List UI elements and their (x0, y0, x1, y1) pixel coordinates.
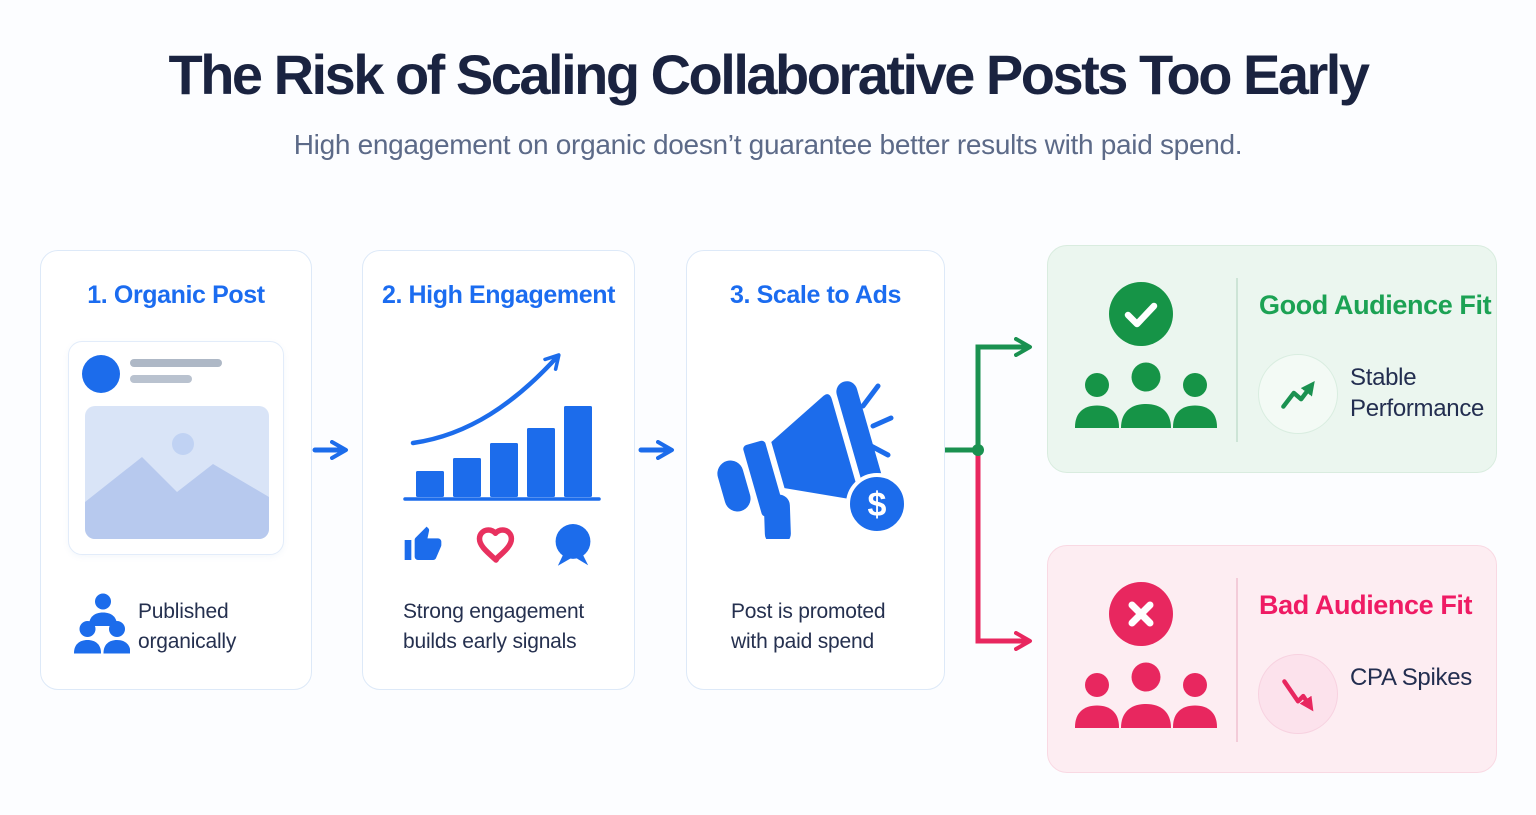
image-placeholder (85, 406, 269, 539)
divider (1236, 578, 1238, 742)
metric-icon-circle (1258, 654, 1338, 734)
engagement-bar-chart-icon (403, 353, 601, 501)
step-card-high-engagement: 2. High Engagement (362, 250, 635, 690)
bad-branch-arrow (975, 450, 1032, 651)
step-title: 2. High Engagement (381, 281, 616, 309)
outcome-title: Good Audience Fit (1259, 290, 1492, 320)
outcome-card-bad-audience-fit: Bad Audience Fit CPA Spikes (1047, 545, 1497, 773)
audience-people-icon (1075, 362, 1217, 428)
megaphone-icon: $ (717, 381, 908, 539)
check-circle-icon (1109, 282, 1173, 346)
outcome-card-good-audience-fit: Good Audience Fit Stable Performance (1047, 245, 1497, 473)
step-card-organic-post: 1. Organic Post Published organic (40, 250, 312, 690)
step-caption: Published organically (138, 600, 237, 653)
branch-junction-dot (972, 444, 984, 456)
trend-down-icon (1282, 679, 1314, 712)
avatar (82, 355, 120, 393)
branch-connector (945, 337, 1032, 651)
divider (1236, 278, 1238, 442)
step-caption: Post is promoted with paid spend (731, 600, 886, 653)
outcome-title: Bad Audience Fit (1259, 590, 1473, 620)
good-branch-arrow (945, 337, 1032, 453)
step-title: 1. Organic Post (87, 281, 265, 309)
metric-label: Stable Performance (1350, 364, 1485, 422)
step-title: 3. Scale to Ads (730, 281, 901, 309)
audience-people-icon (1075, 662, 1217, 728)
heart-icon (476, 527, 515, 563)
arrow-right-icon (638, 440, 674, 460)
page-title: The Risk of Scaling Collaborative Posts … (168, 43, 1371, 106)
arrow-right-icon (312, 440, 348, 460)
x-circle-icon (1109, 582, 1173, 646)
organic-post-mockup (68, 341, 284, 555)
dollar-coin-icon: $ (846, 473, 908, 535)
thumbs-up-icon (404, 526, 442, 560)
metric-icon-circle (1258, 354, 1338, 434)
text-placeholder-line (130, 359, 222, 367)
text-placeholder-line (130, 375, 192, 383)
step-card-scale-to-ads: 3. Scale to Ads $ Post is promoted with … (686, 250, 945, 690)
sound-lines-icon (860, 383, 894, 458)
metric-label: CPA Spikes (1350, 664, 1472, 691)
people-group-icon (74, 593, 130, 654)
chat-bubble-icon (555, 524, 591, 566)
step-caption: Strong engagement builds early signals (403, 600, 585, 653)
svg-text:$: $ (868, 486, 887, 524)
mountain-sun-icon (85, 433, 269, 539)
trend-up-icon (1281, 381, 1315, 409)
page-subtitle: High engagement on organic doesn’t guara… (293, 129, 1243, 160)
